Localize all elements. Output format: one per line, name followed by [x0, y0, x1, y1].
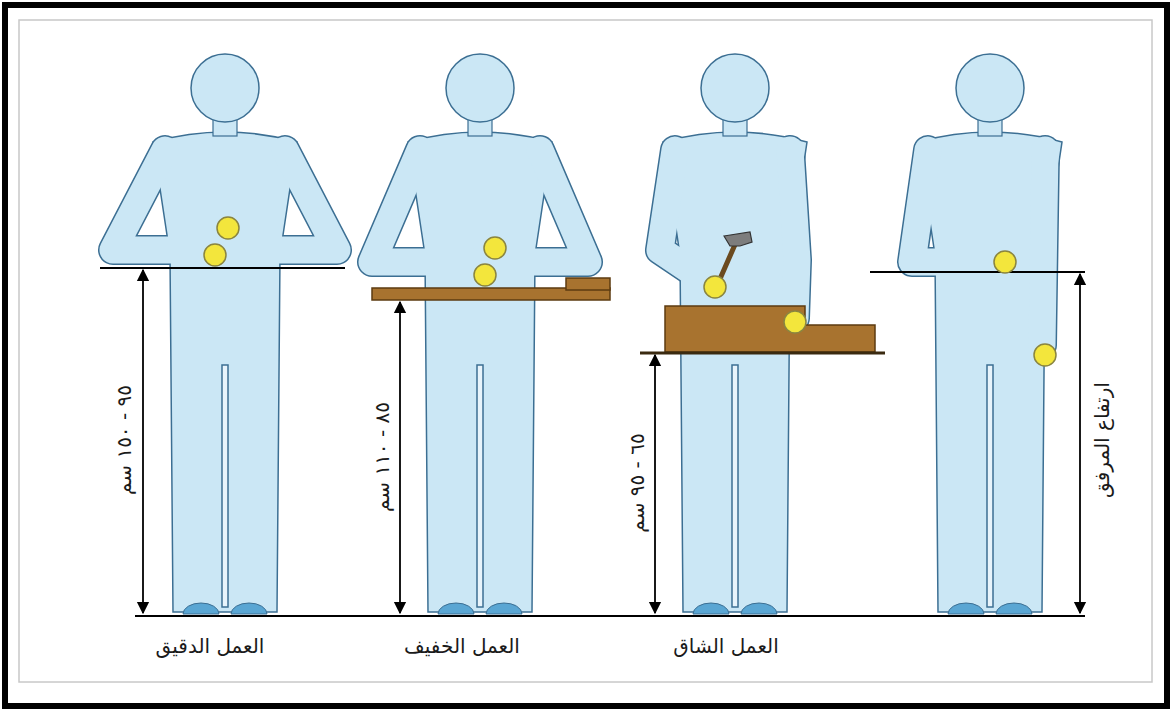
hammer-head [724, 232, 752, 246]
work-type-label: العمل الخفيف [404, 636, 520, 656]
hand [994, 251, 1016, 273]
arm [495, 150, 588, 262]
arm [660, 150, 712, 285]
dimension-label: ٦٥ - ٩٥ سم [627, 433, 647, 532]
head [701, 54, 769, 122]
foot [948, 603, 984, 614]
leg-gap [987, 365, 993, 607]
foot [486, 603, 522, 614]
arm [1042, 150, 1045, 345]
foot [231, 603, 267, 614]
foot [183, 603, 219, 614]
hand [1034, 344, 1056, 366]
torso [663, 132, 807, 612]
hand [784, 311, 806, 333]
dimension-arrow [399, 302, 401, 613]
head [956, 54, 1024, 122]
arm [113, 150, 220, 250]
foot [996, 603, 1032, 614]
arm [235, 150, 337, 250]
work-type-label: العمل الدقيق [156, 636, 265, 656]
foot [693, 603, 729, 614]
dimension-label: ٨٥ - ١١٠ سم [372, 402, 392, 512]
work-height-line [100, 267, 345, 269]
work-piece [566, 278, 610, 290]
elbow-height-line [870, 271, 1085, 273]
human-figure [912, 54, 1062, 614]
foot [438, 603, 474, 614]
head [446, 54, 514, 122]
leg-gap [477, 365, 483, 607]
arm [912, 150, 1000, 262]
foot [741, 603, 777, 614]
torso [918, 132, 1062, 612]
dimension-arrow [654, 355, 656, 613]
arm [372, 150, 470, 262]
workbench [665, 306, 875, 352]
outer-frame [5, 5, 1167, 706]
bench-plank [640, 352, 885, 355]
dimension-label: ارتفاع المرفق [1092, 382, 1112, 498]
dimension-arrow [142, 270, 144, 613]
hand [204, 244, 226, 266]
dimension-label: ٩٥ - ١٥٠ سم [114, 385, 134, 495]
dimension-arrow [1079, 274, 1081, 613]
human-figure [113, 54, 337, 614]
torso [408, 132, 552, 612]
leg-gap [222, 365, 228, 607]
hand [704, 276, 726, 298]
torso [153, 132, 297, 612]
leg-gap [732, 365, 738, 607]
hand [217, 217, 239, 239]
inner-frame [19, 20, 1152, 682]
ground-line [135, 615, 1085, 617]
human-figure [372, 54, 588, 614]
hand [484, 237, 506, 259]
arm [790, 150, 797, 318]
arm-outline [1042, 150, 1045, 345]
arm-outline [790, 150, 797, 318]
hand [474, 264, 496, 286]
work-type-label: العمل الشاق [673, 636, 778, 656]
head [191, 54, 259, 122]
